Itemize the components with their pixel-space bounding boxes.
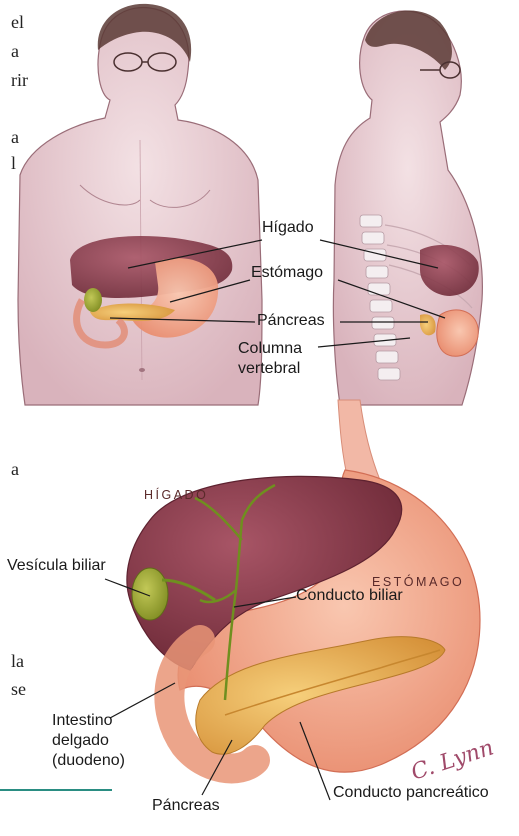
label-conducto-pancreatico: Conducto pancreático [333, 785, 489, 802]
text-fragment: a [11, 460, 19, 478]
text-fragment: a [11, 42, 19, 60]
label-conducto-biliar: Conducto biliar [296, 588, 403, 605]
label-columna-line2: vertebral [238, 361, 300, 378]
label-intestino-line1: Intestino [52, 713, 112, 730]
text-fragment: el [11, 13, 24, 31]
label-vesicula-biliar: Vesícula biliar [7, 558, 106, 575]
label-columna-line1: Columna [238, 341, 302, 358]
label-higado-caps: HÍGADO [144, 488, 208, 502]
text-fragment: la [11, 652, 24, 670]
text-fragment: se [11, 680, 26, 698]
front-torso-figure [18, 4, 262, 405]
text-fragment: a [11, 128, 19, 146]
label-intestino-line2: delgado [52, 733, 109, 750]
label-higado: Hígado [262, 220, 314, 237]
accent-rule [0, 789, 112, 791]
text-fragment: l [11, 154, 16, 172]
label-intestino-line3: (duodeno) [52, 753, 125, 770]
label-estomago: Estómago [251, 265, 323, 282]
label-pancreas-bottom: Páncreas [152, 798, 220, 815]
side-torso-figure [333, 10, 482, 405]
text-fragment: rir [11, 71, 28, 89]
label-pancreas: Páncreas [257, 313, 325, 330]
